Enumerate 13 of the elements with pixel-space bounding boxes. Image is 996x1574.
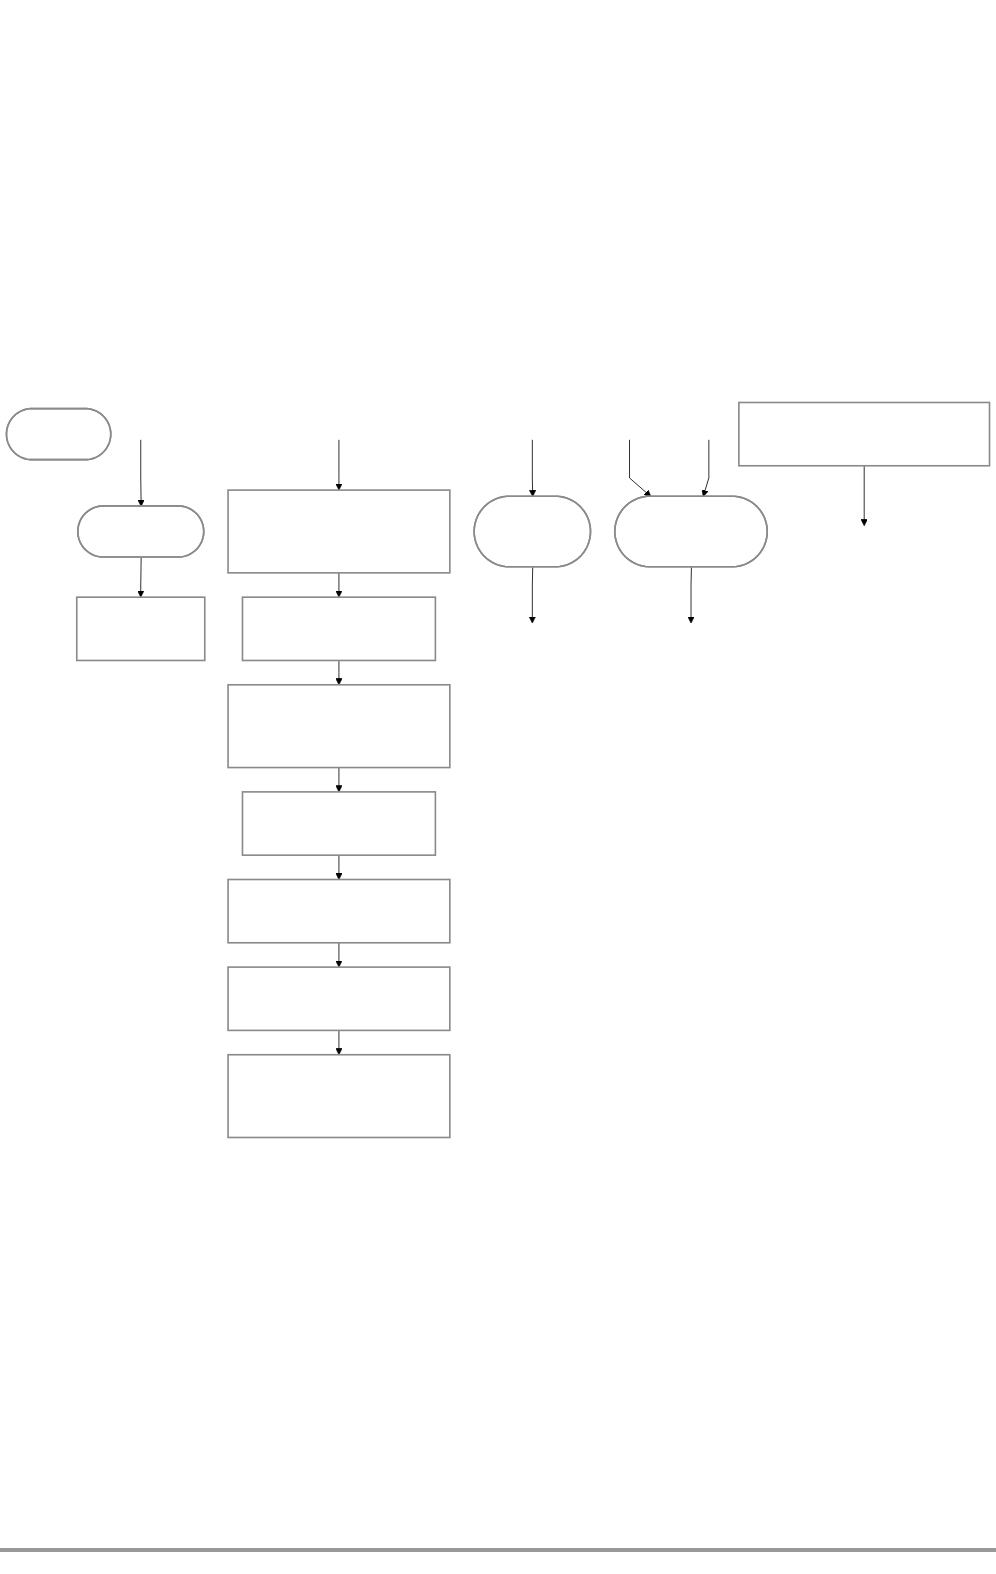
process-box bbox=[75, 596, 206, 662]
oval-shape bbox=[5, 407, 112, 461]
process-box bbox=[241, 791, 437, 856]
process-box bbox=[227, 1053, 451, 1139]
terminal-shape bbox=[77, 505, 205, 558]
terminal-shape bbox=[473, 495, 592, 568]
process-box bbox=[227, 684, 451, 769]
process-box bbox=[227, 966, 451, 1032]
terminal-shape bbox=[614, 495, 768, 568]
process-box bbox=[241, 596, 437, 662]
process-box bbox=[227, 878, 451, 944]
process-box bbox=[738, 401, 991, 467]
process-box bbox=[227, 489, 451, 574]
